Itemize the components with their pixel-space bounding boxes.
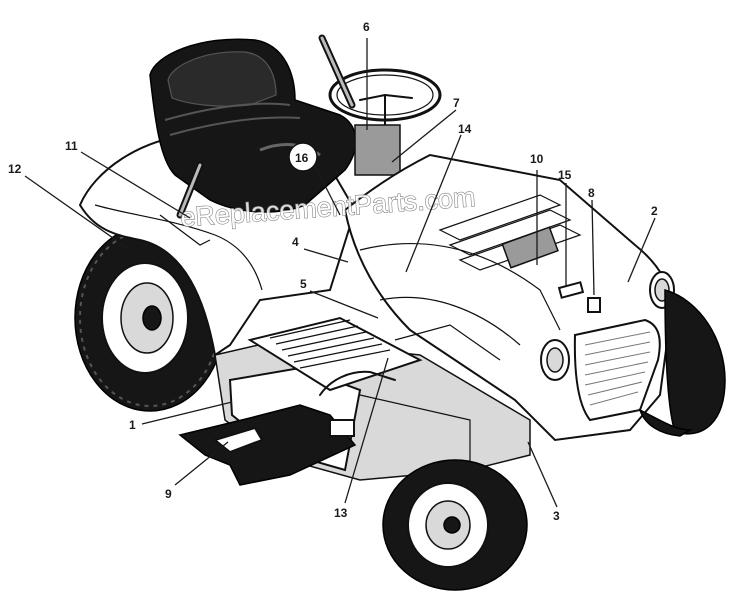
callout-7: 7 — [453, 96, 460, 110]
callout-5: 5 — [300, 277, 307, 291]
front-right-wheel-far — [638, 289, 726, 437]
callout-2: 2 — [651, 204, 658, 218]
callout-16-marker — [288, 142, 318, 172]
front-tow-bracket — [178, 404, 357, 486]
callout-13: 13 — [334, 506, 348, 520]
engine-hood — [343, 153, 675, 442]
callout-4: 4 — [292, 235, 299, 249]
callout-leaders — [24, 38, 656, 508]
callout-11: 11 — [65, 139, 78, 153]
callout-1: 1 — [129, 418, 136, 432]
callout-12: 12 — [8, 162, 22, 176]
callout-numbers: 1 2 3 4 5 6 7 8 9 10 11 12 13 14 15 16 — [8, 20, 658, 523]
callout-10: 10 — [530, 152, 544, 166]
callout-9: 9 — [165, 487, 172, 501]
callout-3: 3 — [553, 509, 560, 523]
callout-16: 16 — [295, 151, 309, 165]
callout-15: 15 — [558, 168, 572, 182]
control-levers — [176, 34, 401, 219]
front-left-wheel — [382, 459, 528, 591]
callout-8: 8 — [588, 186, 595, 200]
footrest — [247, 316, 423, 396]
callout-14: 14 — [458, 122, 472, 136]
callout-6: 6 — [363, 20, 370, 34]
